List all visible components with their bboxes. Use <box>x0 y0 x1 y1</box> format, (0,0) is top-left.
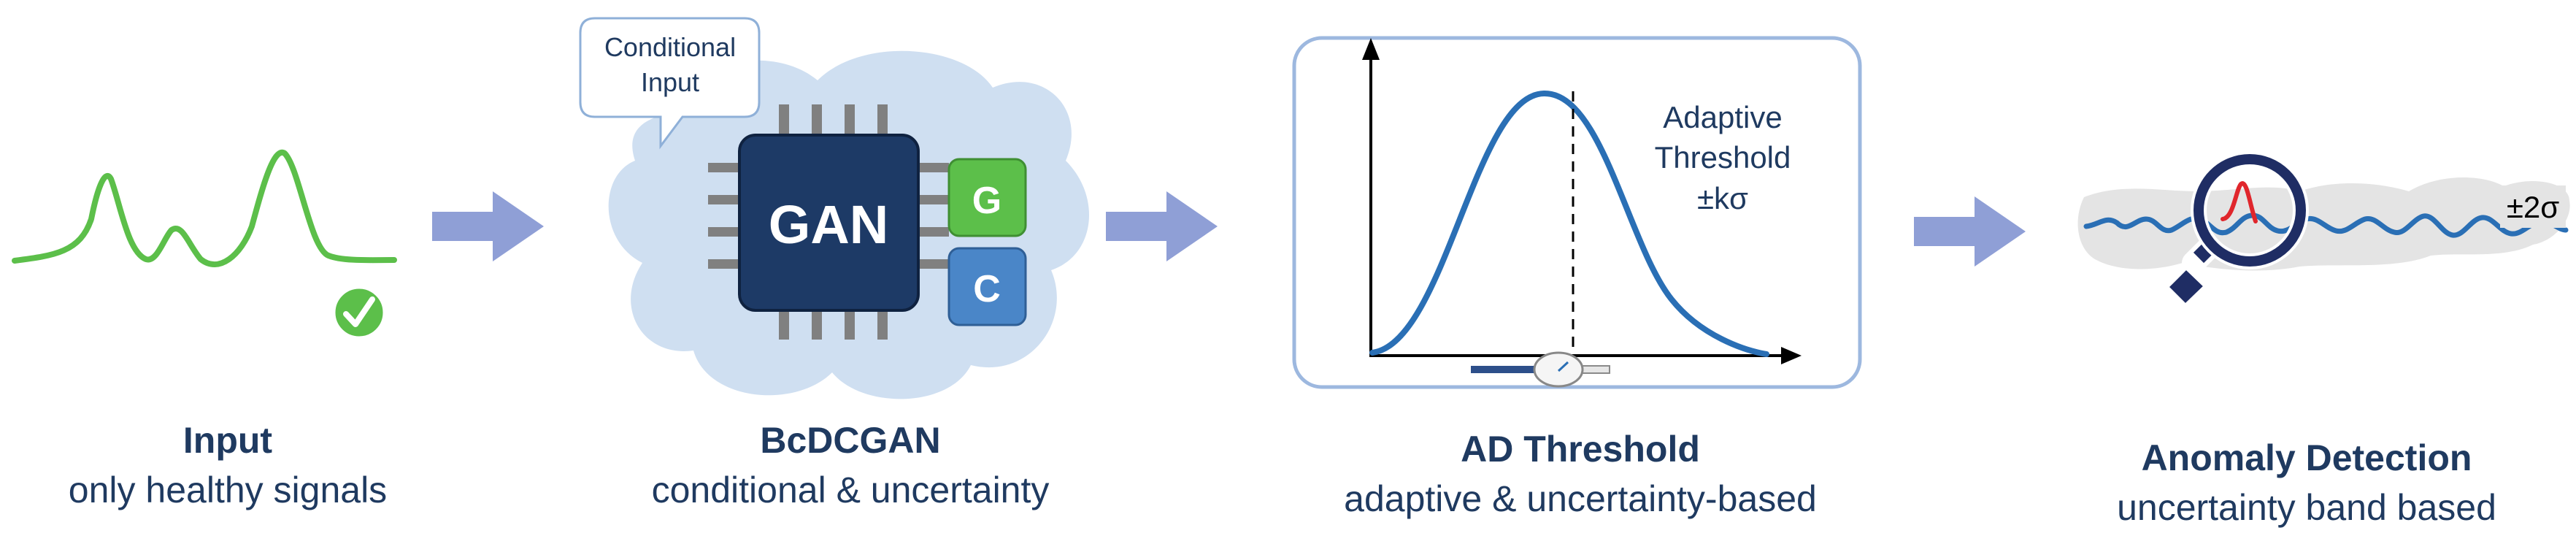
chip-pins <box>708 104 949 340</box>
gaussian-curve <box>1369 90 1769 357</box>
stage-subtitle-gan: conditional & uncertainty <box>652 470 1050 510</box>
test-signal <box>2083 213 2569 238</box>
threshold-label-line2: Threshold <box>1655 140 1791 175</box>
arrow-right-icon <box>432 191 544 261</box>
y-axis-arrowhead <box>1362 38 1380 60</box>
stage-detection: ±2σ Anomaly Detection uncertainty band b… <box>2077 151 2570 528</box>
badge-g-label: G <box>972 180 1001 222</box>
threshold-panel <box>1292 36 1862 389</box>
stage-subtitle-input: only healthy signals <box>69 470 387 510</box>
stage-title-gan: BcDCGAN <box>760 420 940 461</box>
stage-threshold: Adaptive Threshold ±kσ AD Threshold adap… <box>1292 36 1862 519</box>
anomaly-spike <box>2221 181 2258 223</box>
stage-title-threshold: AD Threshold <box>1461 429 1700 470</box>
magnifier-icon <box>2166 151 2309 307</box>
stage-subtitle-threshold: adaptive & uncertainty-based <box>1344 478 1817 519</box>
threshold-label-line1: Adaptive <box>1663 100 1782 134</box>
arrow-right-icon <box>1106 191 1218 261</box>
arrow-right-icon <box>1914 196 2026 267</box>
band-label: ±2σ <box>2507 190 2559 224</box>
stage-title-detection: Anomaly Detection <box>2142 437 2472 478</box>
chip-icon: GAN <box>738 134 920 312</box>
critic-badge: C <box>947 247 1027 326</box>
stage-title-input: Input <box>183 420 273 461</box>
healthy-signal-waveform <box>12 149 397 267</box>
stage-input: Input only healthy signals <box>12 149 397 510</box>
generator-badge: G <box>947 158 1027 237</box>
badge-c-label: C <box>973 268 1001 310</box>
bubble-label-line1: Conditional <box>604 32 736 62</box>
bubble-label-line2: Input <box>641 67 699 97</box>
band-label-background <box>2500 185 2566 228</box>
x-axis-arrowhead <box>1781 347 1802 364</box>
check-icon <box>331 285 387 340</box>
threshold-label-line3: ±kσ <box>1697 181 1748 215</box>
conditional-input-bubble: Conditional Input <box>579 17 761 150</box>
stage-subtitle-detection: uncertainty band based <box>2117 487 2496 528</box>
chip-label: GAN <box>769 194 888 255</box>
stage-gan: Conditional Input GAN <box>579 17 1090 510</box>
gauge-icon <box>1471 351 1610 388</box>
